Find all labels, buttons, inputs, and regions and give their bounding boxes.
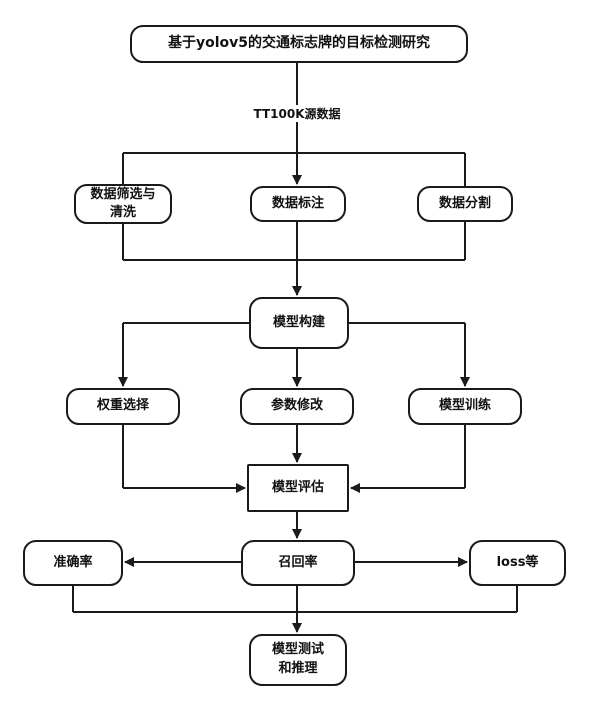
weight-select-node: 权重选择 — [66, 388, 180, 425]
test-infer-node: 模型测试和推理 — [249, 634, 347, 686]
model-build-node: 模型构建 — [249, 297, 349, 349]
param-modify-node: 参数修改 — [240, 388, 354, 425]
model-eval-node: 模型评估 — [247, 464, 349, 512]
loss-node: loss等 — [469, 540, 566, 586]
title-node: 基于yolov5的交通标志牌的目标检测研究 — [130, 25, 468, 63]
model-train-node: 模型训练 — [408, 388, 522, 425]
data-annotate-node: 数据标注 — [250, 186, 346, 222]
data-split-node: 数据分割 — [417, 186, 513, 222]
data-filter-clean-node: 数据筛选与清洗 — [74, 184, 172, 224]
source-data-label: TT100K源数据 — [247, 105, 347, 122]
precision-node: 准确率 — [23, 540, 123, 586]
recall-node: 召回率 — [241, 540, 355, 586]
